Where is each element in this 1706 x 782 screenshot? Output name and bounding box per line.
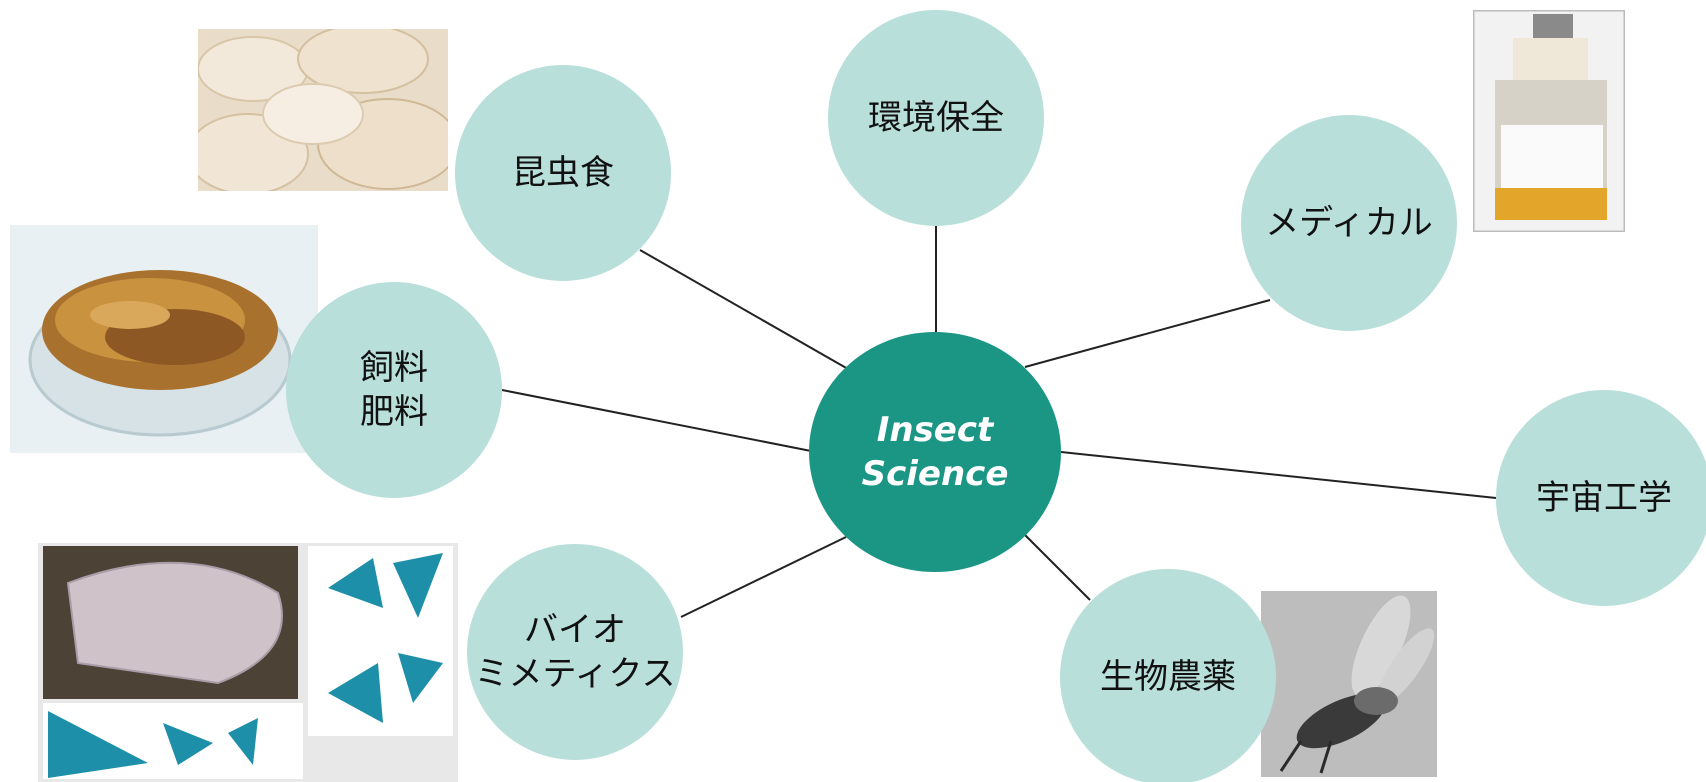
node-biomimetics: バイオ ミメティクス <box>467 544 683 760</box>
link-medical <box>1024 299 1271 368</box>
node-medical: メディカル <box>1241 115 1457 331</box>
medium-bottle-photo <box>1473 10 1625 232</box>
cracker-photo <box>198 29 448 191</box>
node-insect-food: 昆虫食 <box>455 65 671 281</box>
node-biopesticide: 生物農薬 <box>1060 569 1276 782</box>
link-feed-fertilizer <box>501 389 812 452</box>
hub-insect-science: Insect Science <box>809 332 1061 572</box>
node-space-engineering: 宇宙工学 <box>1496 390 1706 606</box>
link-insect-food <box>639 249 849 370</box>
folding-wing-photo <box>38 543 458 782</box>
larvae-bowl-photo <box>10 225 318 453</box>
node-environment: 環境保全 <box>828 10 1044 226</box>
link-biopesticide <box>1023 533 1091 601</box>
link-space-engineering <box>1060 451 1497 499</box>
link-biomimetics <box>680 536 847 618</box>
parasitoid-wasp-photo <box>1261 591 1437 777</box>
node-feed-fertilizer: 飼料 肥料 <box>286 282 502 498</box>
